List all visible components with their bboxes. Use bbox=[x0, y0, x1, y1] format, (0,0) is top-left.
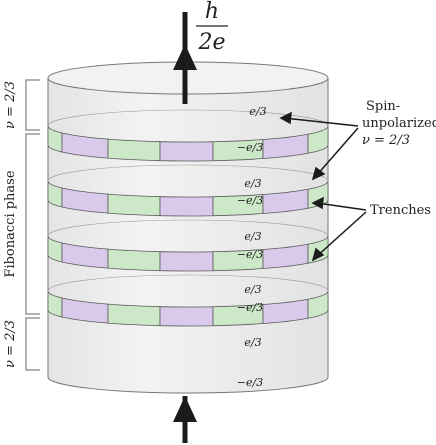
ring-back-edge bbox=[47, 219, 329, 237]
charge-labels: e/3 −e/3 e/3 −e/3 e/3 −e/3 e/3 −e/3 e/3 −e/3 bbox=[237, 105, 267, 389]
trench-group bbox=[47, 125, 329, 327]
phase-label-bottom: ν = 2/3 bbox=[3, 320, 18, 368]
spin-annotation-line1: Spin- bbox=[366, 99, 400, 114]
trench-segment bbox=[159, 251, 214, 272]
charge-label-negative: −e/3 bbox=[237, 376, 263, 389]
ring-back-edge bbox=[47, 164, 329, 182]
flux-numerator: h bbox=[205, 0, 219, 24]
trench-ring bbox=[47, 125, 329, 162]
annotation-arrows bbox=[279, 111, 367, 262]
trench-ring bbox=[47, 290, 329, 327]
ring-back-edge bbox=[47, 274, 329, 292]
trench-arrow-1 bbox=[316, 202, 367, 211]
spin-annotation-line2: unpolarized bbox=[362, 116, 436, 131]
trench-segment bbox=[159, 306, 214, 327]
trench-ring bbox=[47, 180, 329, 217]
trench-segment bbox=[107, 248, 161, 272]
phase-brackets bbox=[25, 79, 40, 371]
spin-arrow-1 bbox=[283, 117, 359, 127]
charge-label-positive: e/3 bbox=[244, 283, 261, 296]
charge-label-positive: e/3 bbox=[244, 230, 261, 243]
trenches-annotation: Trenches bbox=[370, 203, 431, 218]
trench-segment bbox=[107, 303, 161, 327]
phase-label-top: ν = 2/3 bbox=[3, 81, 18, 129]
bracket-bottom bbox=[25, 317, 40, 371]
bracket-middle bbox=[25, 133, 40, 315]
flux-denominator: 2e bbox=[197, 30, 225, 55]
bracket-top bbox=[25, 79, 40, 131]
phase-label-middle: Fibonacci phase bbox=[3, 170, 18, 277]
charge-label-negative: −e/3 bbox=[237, 248, 263, 261]
trench-segment bbox=[107, 138, 161, 162]
trench-segment bbox=[307, 290, 329, 319]
charge-label-negative: −e/3 bbox=[237, 141, 263, 154]
cylinder-body bbox=[47, 77, 329, 394]
charge-label-negative: −e/3 bbox=[237, 301, 263, 314]
charge-label-positive: e/3 bbox=[249, 105, 266, 118]
flux-label: h 2e bbox=[196, 0, 228, 55]
trench-segment bbox=[307, 235, 329, 264]
trench-segment bbox=[159, 196, 214, 217]
trench-ring bbox=[47, 235, 329, 272]
charge-label-negative: −e/3 bbox=[237, 194, 263, 207]
separator-group bbox=[47, 109, 329, 292]
charge-label-positive: e/3 bbox=[244, 177, 261, 190]
spin-arrow-2 bbox=[315, 127, 359, 177]
charge-label-positive: e/3 bbox=[244, 336, 261, 349]
trench-segment bbox=[159, 141, 214, 162]
flux-arrow-bottom bbox=[173, 396, 197, 443]
trench-segment bbox=[107, 193, 161, 217]
flux-arrow-top bbox=[173, 12, 197, 104]
trench-segment bbox=[307, 125, 329, 154]
spin-annotation-line3: ν = 2/3 bbox=[362, 133, 410, 148]
ring-back-edge bbox=[47, 109, 329, 127]
trench-arrow-2 bbox=[315, 211, 367, 258]
